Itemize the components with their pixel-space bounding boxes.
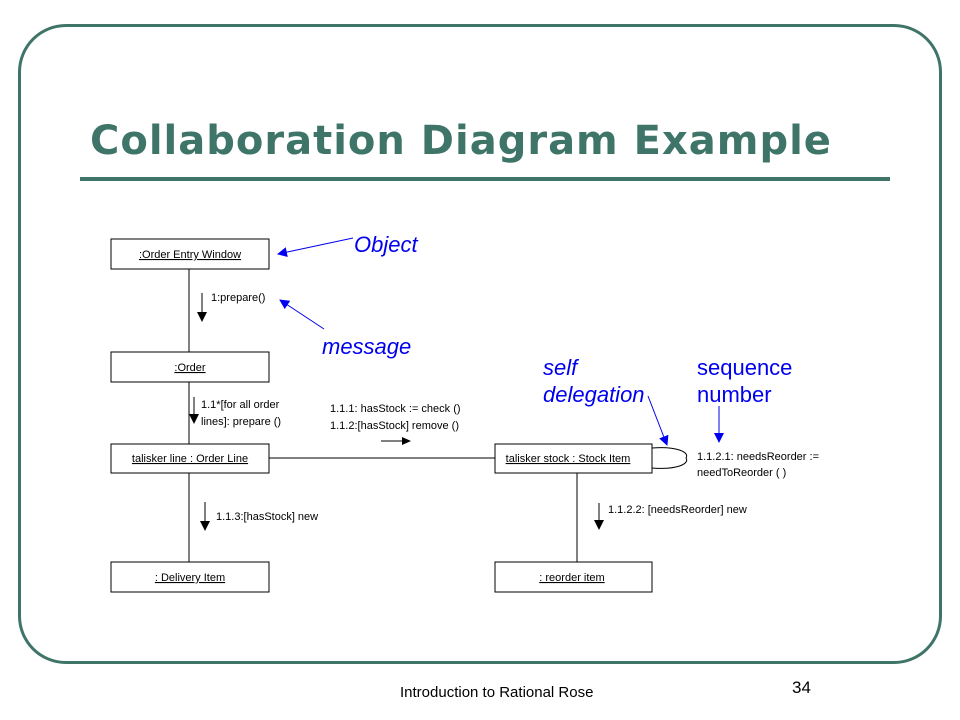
annotation-self-pointer <box>647 395 669 446</box>
object-stock-item: talisker stock : Stock Item <box>494 443 653 474</box>
footer-text: Introduction to Rational Rose <box>400 684 594 701</box>
annotation-sequence-line2: number <box>697 382 772 407</box>
object-label: :Order Entry Window <box>139 249 241 261</box>
message-arrow-check-remove <box>381 437 411 445</box>
message-label-1-1-3: 1.1.3:[hasStock] new <box>216 511 318 523</box>
object-reorder-item: : reorder item <box>494 561 653 593</box>
message-arrow-delivery-new <box>200 502 210 531</box>
annotation-message: message <box>322 334 411 359</box>
object-label: :Order <box>174 362 206 374</box>
page-number: 34 <box>792 678 811 697</box>
object-order-entry-window: :Order Entry Window <box>110 238 270 270</box>
message-label-1-1-2: 1.1.2:[hasStock] remove () <box>330 420 459 432</box>
message-arrow-order-lines <box>189 397 199 424</box>
slide-frame <box>18 24 942 664</box>
message-label-1-1-line2: lines]: prepare () <box>201 416 281 428</box>
slide-title: Collaboration Diagram Example <box>90 118 832 164</box>
message-arrow-reorder-new <box>594 503 604 530</box>
annotation-sequence-line1: sequence <box>697 355 792 380</box>
object-delivery-item: : Delivery Item <box>110 561 270 593</box>
object-label: talisker line : Order Line <box>132 453 248 465</box>
object-order-line: talisker line : Order Line <box>110 443 270 474</box>
annotation-object-pointer <box>277 237 354 258</box>
message-label-1-1-2-2: 1.1.2.2: [needsReorder] new <box>608 504 747 516</box>
message-label-1-1-2-1-line2: needToReorder ( ) <box>697 467 786 479</box>
object-order: :Order <box>110 351 270 383</box>
self-link-loop <box>651 447 688 469</box>
title-rule <box>80 177 890 181</box>
message-label-1-1-1: 1.1.1: hasStock := check () <box>330 403 461 415</box>
object-label: : Delivery Item <box>155 572 225 584</box>
message-arrow-prepare <box>197 293 207 322</box>
message-label-1: 1:prepare() <box>211 292 265 304</box>
annotation-self-line2: delegation <box>543 382 645 407</box>
message-label-1-1-2-1-line1: 1.1.2.1: needsReorder := <box>697 451 819 463</box>
annotation-message-pointer <box>279 299 325 330</box>
annotation-self-line1: self <box>543 355 580 380</box>
object-label: : reorder item <box>539 572 604 584</box>
annotation-object: Object <box>354 232 418 257</box>
message-label-1-1-line1: 1.1*[for all order <box>201 399 280 411</box>
object-label: talisker stock : Stock Item <box>506 453 631 465</box>
